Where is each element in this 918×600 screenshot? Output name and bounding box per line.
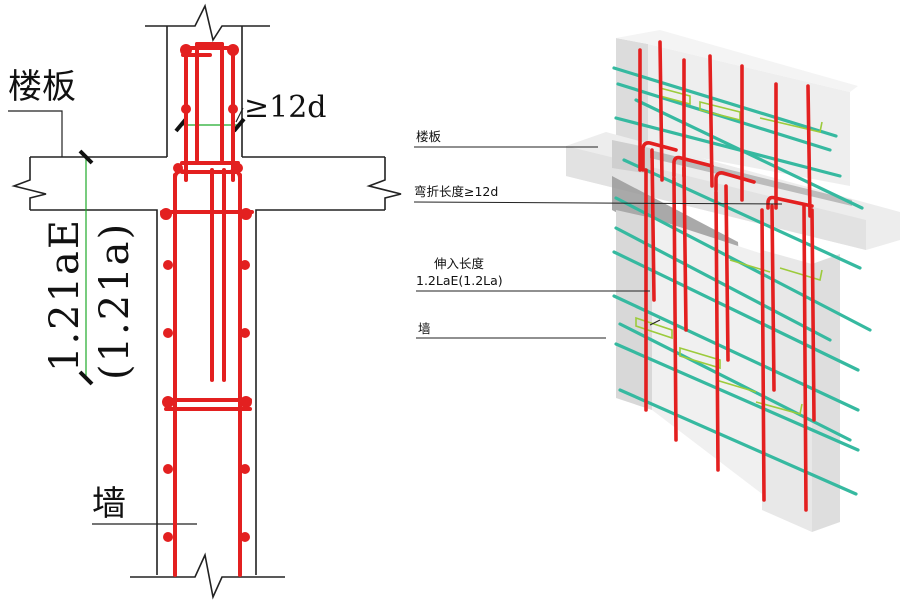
slab-outline (11, 156, 402, 600)
perspective-leaders (413, 146, 783, 339)
section-bend-label: ≥12d (244, 90, 327, 125)
perspective-wall-label: 墙 (418, 321, 431, 336)
perspective-floor-label: 楼板 (416, 129, 442, 144)
section-floor-label: 楼板 (8, 67, 76, 107)
section-rebar-dots (160, 44, 252, 542)
perspective-bend-label: 弯折长度≥12d (414, 184, 498, 199)
upper-wall-outline (145, 3, 270, 157)
section-anchor-label-alt: (1.21a) (92, 222, 138, 380)
leader-lines (8, 107, 244, 525)
perspective-extend-value: 1.2LaE(1.2La) (416, 273, 503, 288)
section-wall-label: 墙 (92, 484, 126, 524)
perspective-rebars (638, 40, 816, 512)
section-anchor-label: 1.21aE (42, 218, 88, 372)
section-drawing: 楼板 ≥12d 墙 1.21aE (1.21a) (8, 3, 402, 600)
perspective-drawing: 楼板 弯折长度≥12d 伸入长度 1.2LaE(1.2La) 墙 (413, 30, 900, 532)
dimension-lines (85, 124, 240, 378)
section-rebars (160, 42, 254, 577)
perspective-extend-label: 伸入长度 (434, 256, 485, 271)
